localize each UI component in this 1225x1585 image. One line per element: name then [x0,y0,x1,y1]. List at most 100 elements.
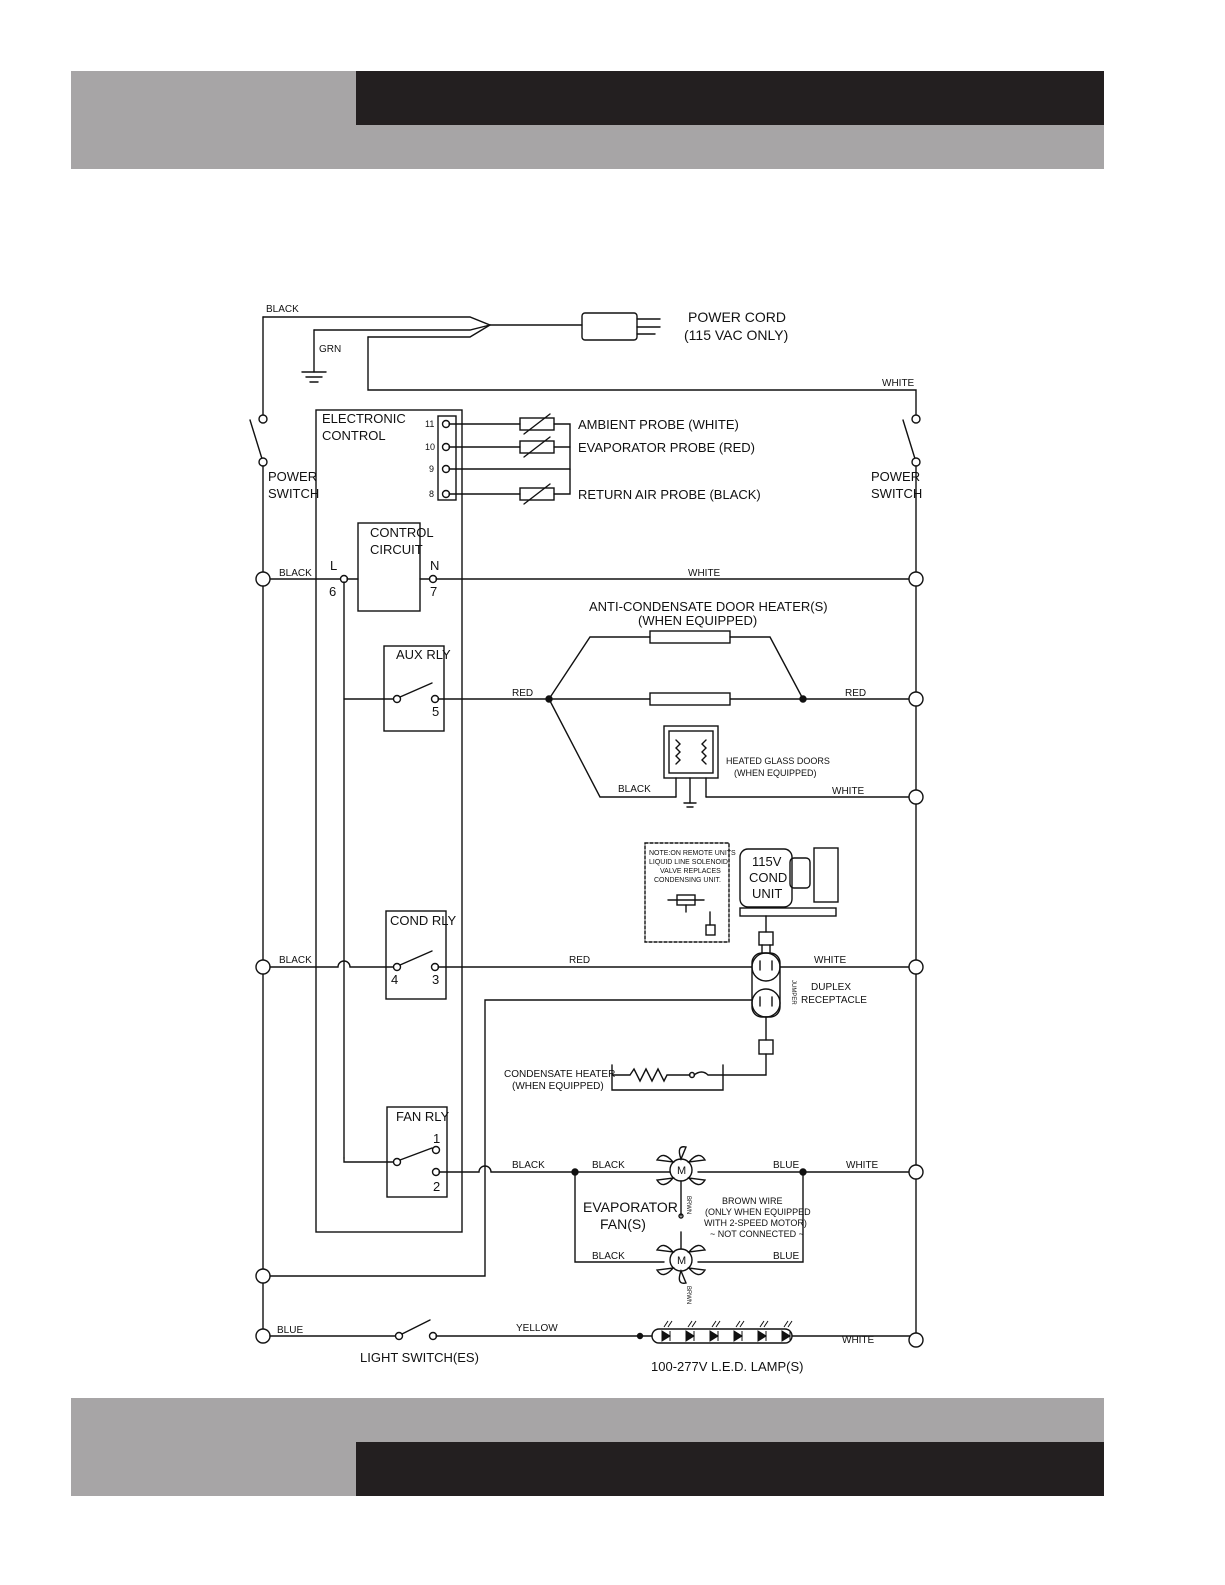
note-text: NOTE:ON REMOTE UNITS [649,850,736,857]
fan-relay-label: FAN RLY [396,1109,450,1124]
ambient-probe [519,417,555,431]
electronic-control-label: ELECTRONIC [322,411,406,426]
power-switch-left-label: SWITCH [268,486,319,501]
motor-label: M [677,1255,686,1267]
control-circuit-label: CIRCUIT [370,542,423,557]
brown-wire-note: WITH 2-SPEED MOTOR) [704,1218,807,1228]
wire-label: BLACK [592,1160,625,1171]
evaporator-probe [519,440,555,454]
wire-label: WHITE [882,378,915,389]
aux-relay-label: AUX RLY [396,647,451,662]
note-text: VALVE REPLACES [660,868,721,875]
wire-label: BLACK [592,1251,625,1262]
diagram-labels: POWER CORD (115 VAC ONLY) BLACK GRN WHIT… [266,304,922,1374]
cond-relay-pin: 3 [432,972,439,987]
led-lamps-label: 100-277V L.E.D. LAMP(S) [651,1359,803,1374]
terminal-number: 11 [425,419,434,429]
condensate-heater-sublabel: (WHEN EQUIPPED) [512,1081,604,1092]
cond-unit-label: COND [749,870,787,885]
wire-label: BLUE [773,1160,799,1171]
heated-glass-label: HEATED GLASS DOORS [726,756,830,766]
evaporator-probe-label: EVAPORATOR PROBE (RED) [578,440,755,455]
brown-wire-note: BROWN WIRE [722,1196,783,1206]
aux-relay-pin: 5 [432,704,439,719]
header-dark-bar [356,71,1104,125]
header-gray-bar [71,125,1104,169]
remote-units-note [644,842,730,943]
light-switch-label: LIGHT SWITCH(ES) [360,1350,479,1365]
wire-label: BLACK [279,955,312,966]
brown-wire-tag: BRWN [685,1196,691,1214]
led-diode [733,1320,745,1342]
fan-relay-box [386,1106,448,1198]
wire-label: BLACK [279,568,312,579]
evaporator-fan-motor-2 [655,1231,707,1284]
evaporator-fans-sublabel: FAN(S) [600,1216,646,1232]
wire-label: RED [845,688,866,699]
terminal-6: 6 [329,584,336,599]
jumper-label: JUMPER [790,980,796,1005]
door-heater-sublabel: (WHEN EQUIPPED) [638,613,757,628]
wire-label: BLACK [266,304,299,315]
brown-wire-note: (ONLY WHEN EQUIPPED [705,1207,811,1217]
footer-gray-bar [71,1398,1104,1442]
evaporator-fan-motor-1 [655,1146,707,1219]
led-diode [661,1320,673,1342]
anti-condensate-door-heaters [548,630,804,706]
brown-wire-note: ~ NOT CONNECTED ~ [710,1229,804,1239]
power-cord-label: POWER CORD [688,309,786,325]
wire-label: BLACK [618,784,651,795]
aux-relay-box [383,645,445,732]
wire-label: BLACK [512,1160,545,1171]
wire-label: YELLOW [516,1323,558,1334]
terminal-7: 7 [430,584,437,599]
ground-label: GRN [319,344,341,355]
terminal-N: N [430,558,439,573]
cond-relay-label: COND RLY [390,913,457,928]
led-diode [685,1320,697,1342]
evaporator-fans-label: EVAPORATOR [583,1199,678,1215]
cond-unit-label: 115V [752,854,782,869]
brown-wire-tag: BRWN [685,1286,691,1304]
electronic-control-label: CONTROL [322,428,386,443]
header-gray-left [71,71,356,125]
power-switch-right [902,419,917,463]
led-diodes [661,1320,793,1342]
duplex-label: DUPLEX [811,982,851,993]
wire-label: WHITE [688,568,721,579]
return-air-probe-label: RETURN AIR PROBE (BLACK) [578,487,761,502]
fan-relay-pin: 2 [433,1179,440,1194]
return-air-probe [519,487,555,501]
fan-relay-pin: 1 [433,1131,440,1146]
power-switch-right-label: SWITCH [871,486,922,501]
footer-gray-left [71,1442,356,1496]
note-text: LIQUID LINE SOLENOID [649,859,728,866]
wire-label: BLUE [277,1325,303,1336]
heated-glass-sublabel: (WHEN EQUIPPED) [734,768,817,778]
condensate-heater [611,1067,724,1083]
power-switch-right-label: POWER [871,469,920,484]
wire-label: WHITE [832,786,865,797]
power-switch-left-label: POWER [268,469,317,484]
terminal-number: 9 [429,464,434,474]
light-switch [401,1319,431,1335]
motor-label: M [677,1165,686,1177]
terminal-block [437,415,457,501]
heated-glass-doors [663,725,719,808]
wire-label: WHITE [814,955,847,966]
condensing-unit [739,847,839,956]
control-circuit-label: CONTROL [370,525,434,540]
condensate-heater-label: CONDENSATE HEATER [504,1069,615,1080]
wire-label: WHITE [842,1335,875,1346]
duplex-receptacle [751,952,781,1018]
wire-label: RED [569,955,590,966]
power-cord [262,312,661,341]
ground-symbol [301,329,327,383]
control-circuit-box [357,522,421,612]
led-diode [757,1320,769,1342]
terminal-L: L [330,558,337,573]
wire-label: WHITE [846,1160,879,1171]
ambient-probe-label: AMBIENT PROBE (WHITE) [578,417,739,432]
terminal-number: 10 [425,442,435,452]
